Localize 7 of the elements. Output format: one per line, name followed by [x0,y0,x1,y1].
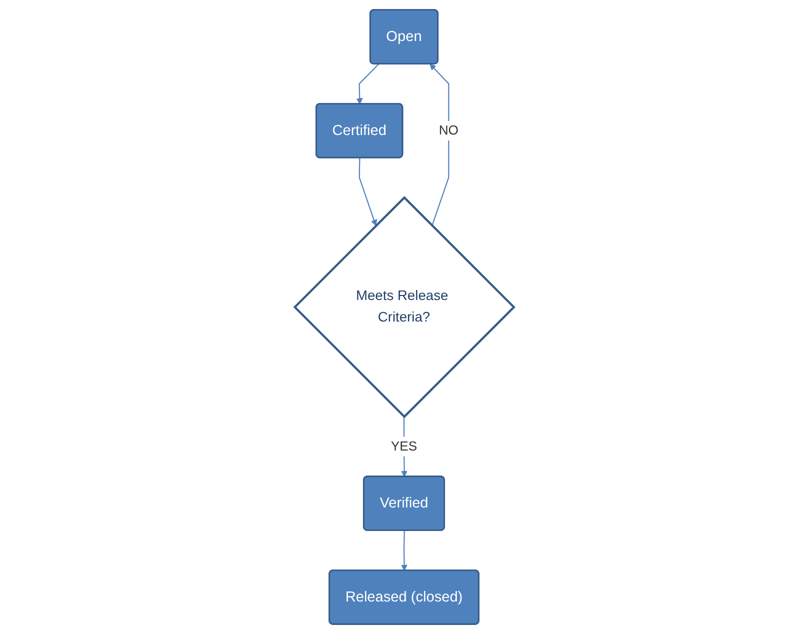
edge-label: NO [438,123,458,138]
arrow [358,158,377,226]
arrow [400,530,408,571]
edge-label: YES [390,438,417,454]
node-diamond: Meets Release Criteria? [292,196,516,418]
arrow [356,64,379,104]
arrow [429,64,449,226]
